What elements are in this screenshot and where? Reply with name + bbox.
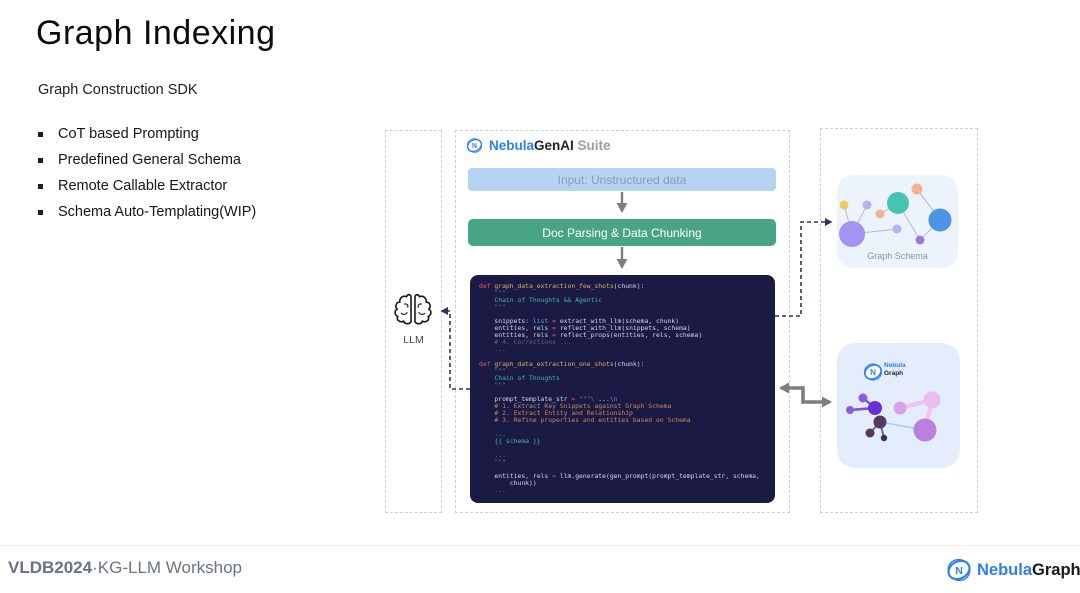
mini-brand-nebula: Nebula — [884, 362, 906, 369]
footer-logo-text: NebulaGraph — [977, 561, 1080, 580]
llm-label: LLM — [403, 334, 424, 346]
bullet-text: Predefined General Schema — [58, 152, 241, 168]
footer-workshop: VLDB2024·KG-LLM Workshop — [8, 558, 242, 578]
input-bar: Input: Unstructured data — [468, 168, 776, 191]
nebula-graph-illustration — [846, 343, 941, 442]
code-block: def graph_data_extraction_few_shots(chun… — [470, 275, 775, 503]
nebula-logo-icon — [466, 137, 483, 154]
brain-icon — [394, 293, 432, 325]
graph-schema-label: Graph Schema — [867, 251, 928, 261]
bullet-square-icon — [38, 210, 43, 215]
brand-nebula: Nebula — [489, 138, 535, 153]
footer-logo: NebulaGraph — [946, 557, 1080, 583]
page-title: Graph Indexing — [36, 14, 276, 52]
bullet-square-icon — [38, 158, 43, 163]
list-item: Schema Auto-Templating(WIP) — [38, 204, 256, 220]
nebula-logo-icon — [862, 362, 883, 382]
footer-conference: VLDB2024 — [8, 558, 93, 577]
mini-brand-graph: Graph — [884, 370, 904, 377]
llm-column-box — [385, 130, 442, 513]
bullet-square-icon — [38, 132, 43, 137]
footer-logo-graph: Graph — [1032, 560, 1080, 579]
list-item: Predefined General Schema — [38, 152, 256, 168]
suite-brand: NebulaGenAI Suite — [489, 138, 611, 153]
bullet-list: CoT based Prompting Predefined General S… — [38, 126, 256, 230]
footer-logo-nebula: Nebula — [977, 560, 1033, 579]
nebula-card-logo: Nebula Graph — [884, 362, 906, 378]
bullet-text: CoT based Prompting — [58, 126, 199, 142]
slide-subtitle: Graph Construction SDK — [38, 82, 198, 98]
graph-schema-illustration — [839, 183, 952, 247]
bullet-text: Remote Callable Extractor — [58, 178, 228, 194]
nebula-logo-icon — [946, 557, 972, 583]
footer-workshop-name: ·KG-LLM Workshop — [92, 558, 243, 577]
list-item: Remote Callable Extractor — [38, 178, 256, 194]
brand-genai: GenAI — [534, 138, 574, 153]
bullet-text: Schema Auto-Templating(WIP) — [58, 204, 257, 220]
footer-divider — [0, 545, 1080, 546]
bullet-square-icon — [38, 184, 43, 189]
nebula-graph-card: Nebula Graph — [837, 343, 960, 468]
doc-parsing-bar: Doc Parsing & Data Chunking — [468, 219, 776, 246]
graph-schema-card: Graph Schema — [837, 175, 958, 268]
suite-header: NebulaGenAI Suite — [466, 137, 611, 154]
list-item: CoT based Prompting — [38, 126, 256, 142]
brand-suite: Suite — [573, 138, 611, 153]
code-content: def graph_data_extraction_few_shots(chun… — [479, 282, 760, 495]
